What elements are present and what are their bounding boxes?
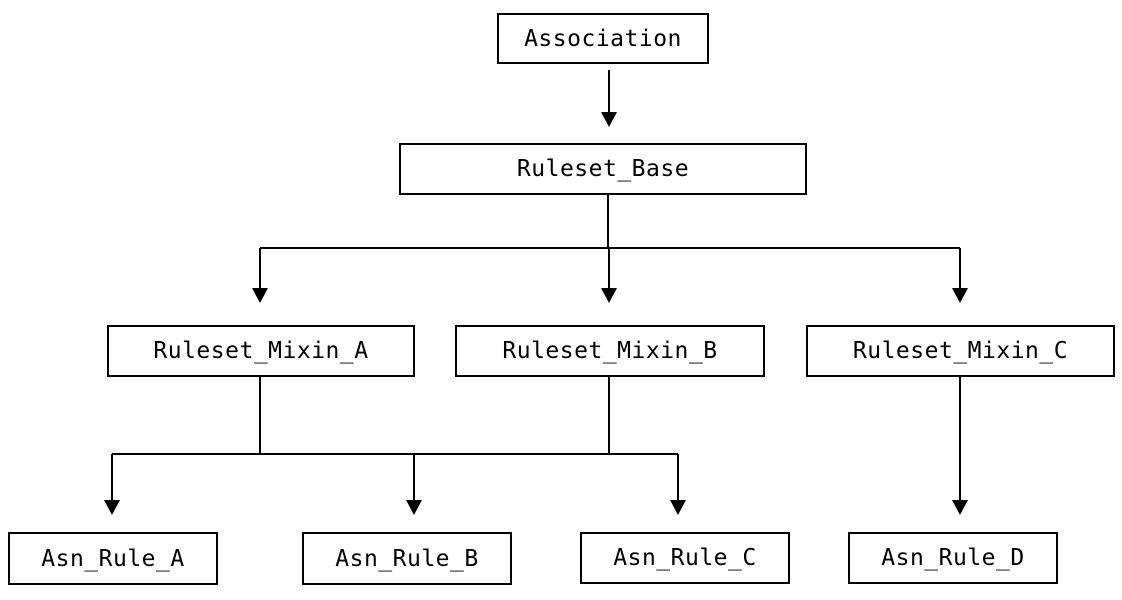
node-ruleset-mixin-a: Ruleset_Mixin_A [107, 325, 415, 377]
node-asn-rule-c: Asn_Rule_C [580, 532, 790, 584]
arrowhead-asn-rule-c [670, 500, 686, 515]
edge-mixin-c-to-asn-rule-d [952, 377, 968, 515]
arrowhead-asn-rule-b [406, 500, 422, 515]
node-ruleset-mixin-c: Ruleset_Mixin_C [806, 325, 1115, 377]
arrowhead-ruleset-mixin-c [952, 288, 968, 303]
edge-ruleset-base-branch [252, 195, 968, 303]
arrowhead-asn-rule-d [952, 500, 968, 515]
node-ruleset-base: Ruleset_Base [399, 143, 807, 195]
arrowhead-ruleset-mixin-b [601, 288, 617, 303]
edge-mixin-ab-branch [104, 377, 686, 515]
arrowhead-ruleset-base [601, 112, 617, 127]
node-asn-rule-b: Asn_Rule_B [302, 532, 512, 585]
node-asn-rule-d: Asn_Rule_D [848, 532, 1058, 584]
node-association: Association [497, 13, 709, 64]
edge-association-to-ruleset-base [601, 70, 617, 127]
node-ruleset-mixin-b: Ruleset_Mixin_B [455, 325, 765, 377]
node-asn-rule-a: Asn_Rule_A [8, 532, 218, 585]
arrowhead-asn-rule-a [104, 500, 120, 515]
arrowhead-ruleset-mixin-a [252, 288, 268, 303]
